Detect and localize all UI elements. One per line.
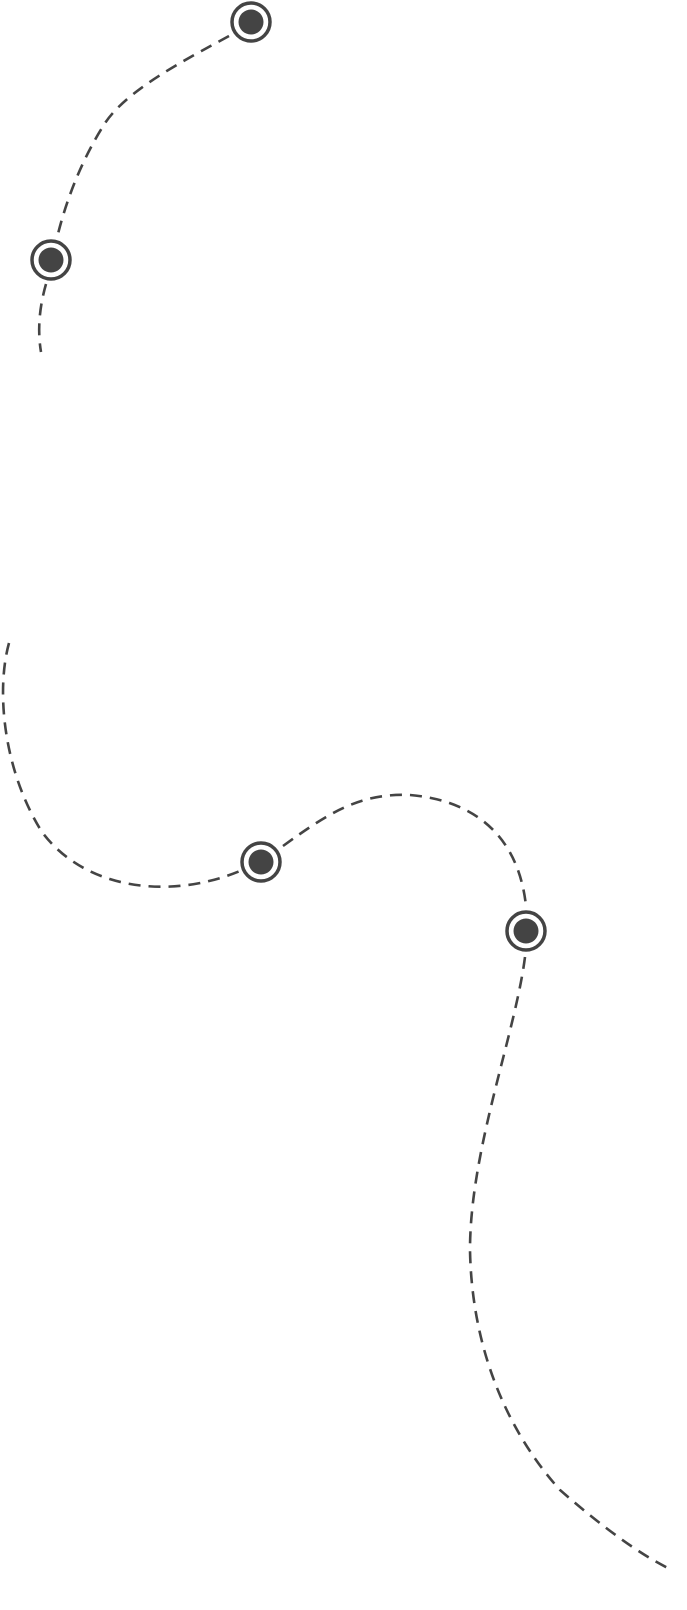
route-segment <box>468 956 673 1572</box>
location-dot-icon[interactable] <box>230 1 272 43</box>
location-dot-icon[interactable] <box>240 841 282 883</box>
route-top <box>37 34 230 353</box>
location-dot-icon[interactable] <box>30 239 72 281</box>
route-segment <box>1 642 241 888</box>
route-segment <box>37 283 48 353</box>
route-segment <box>282 793 528 907</box>
location-dot-icon[interactable] <box>505 910 547 952</box>
route-bottom <box>1 642 673 1572</box>
route-segment <box>55 34 230 239</box>
